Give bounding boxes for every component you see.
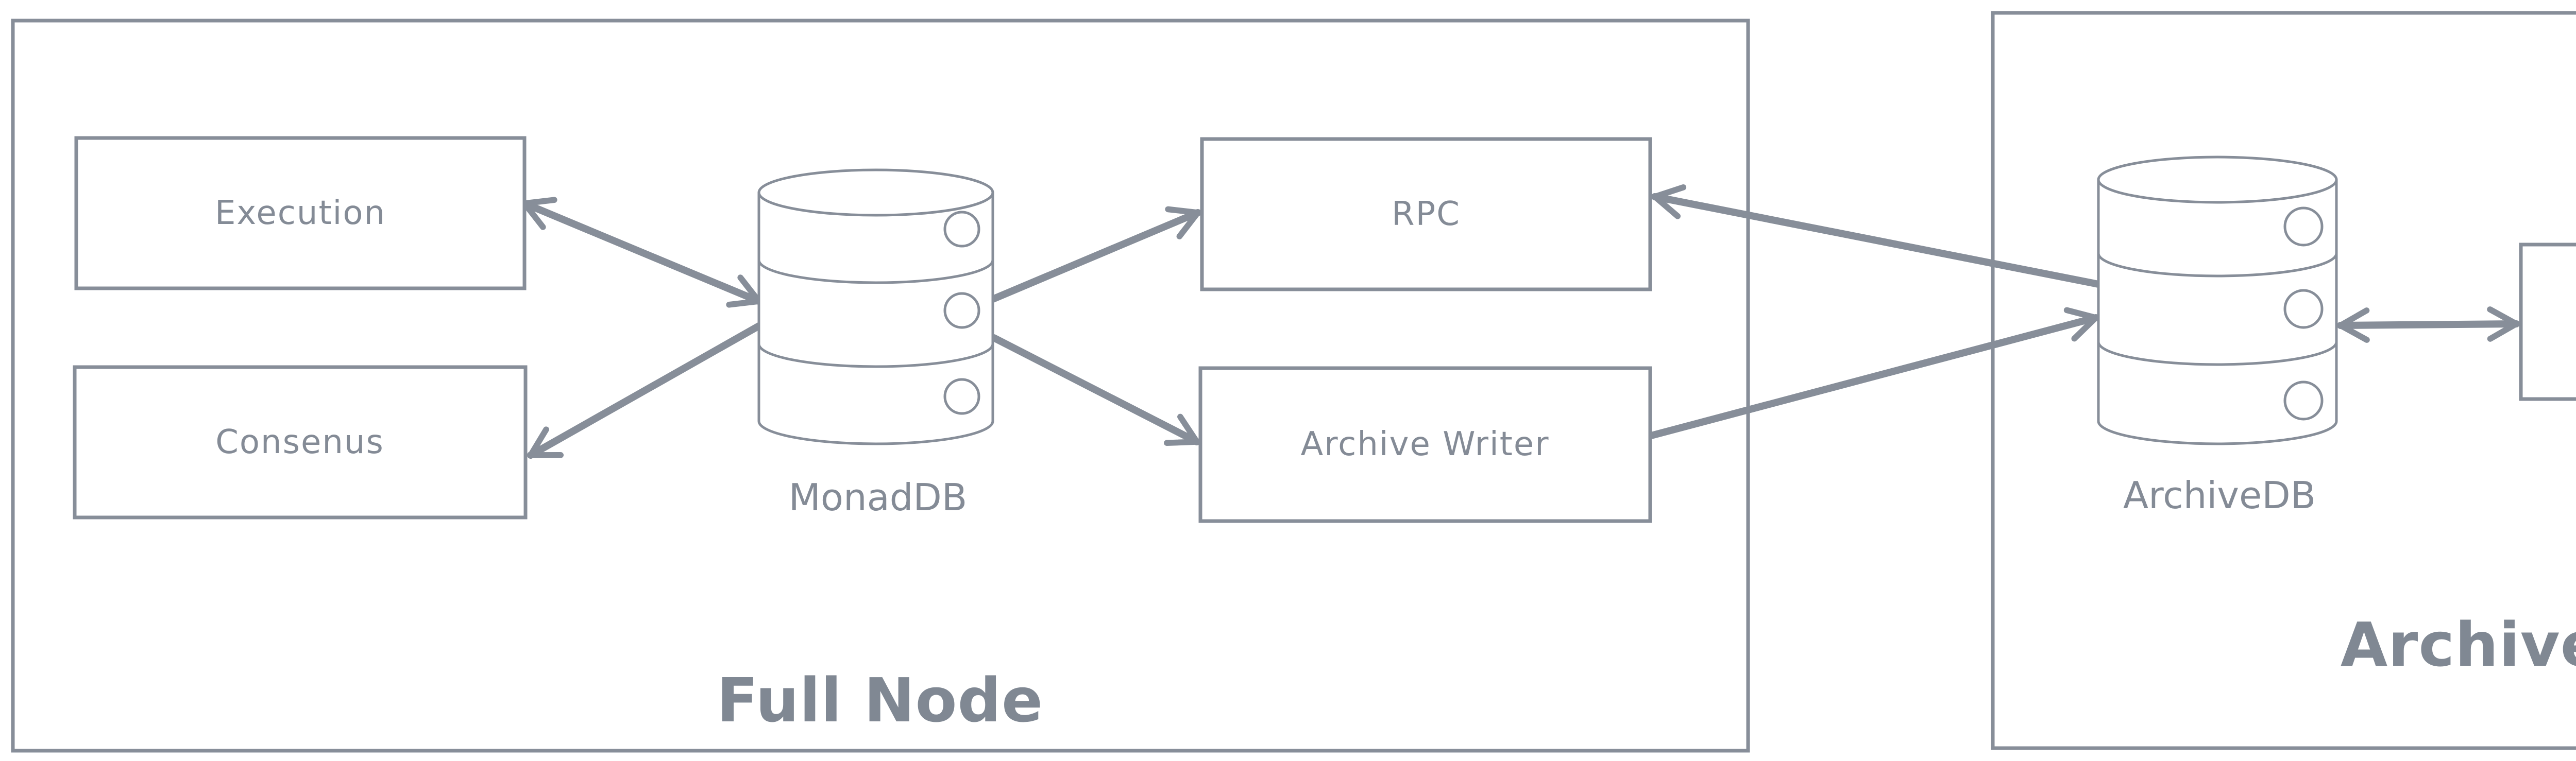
archivedb-label: ArchiveDB	[2123, 474, 2316, 517]
execution-node	[74, 136, 527, 290]
edge-execution-monaddb	[521, 197, 762, 308]
edge-archivedb-indexer	[2337, 306, 2520, 343]
rpc-label: RPC	[1392, 195, 1461, 233]
monaddb-database-icon	[757, 168, 994, 445]
rpc-node	[1200, 137, 1652, 291]
archive-writer-label: Archive Writer	[1300, 425, 1549, 463]
edge-monaddb-consenus	[527, 322, 762, 459]
edge-archivedb-rpc	[1651, 184, 2102, 288]
monaddb-label: MonadDB	[789, 476, 967, 519]
edge-archive-writer-archivedb	[1648, 307, 2099, 439]
consenus-node	[73, 365, 528, 520]
full-node-container	[11, 19, 1750, 753]
edge-monaddb-archive-writer	[990, 334, 1200, 446]
archive-server-container	[1991, 11, 2576, 750]
archive-server-title: Archive Server	[2341, 609, 2576, 680]
archivedb-database-icon	[2097, 155, 2338, 445]
indexer-node	[2519, 243, 2576, 401]
archive-writer-node	[1198, 366, 1652, 523]
edge-monaddb-rpc	[989, 206, 1201, 303]
consenus-label: Consenus	[215, 423, 384, 461]
execution-label: Execution	[215, 194, 386, 232]
full-node-title: Full Node	[717, 665, 1043, 736]
